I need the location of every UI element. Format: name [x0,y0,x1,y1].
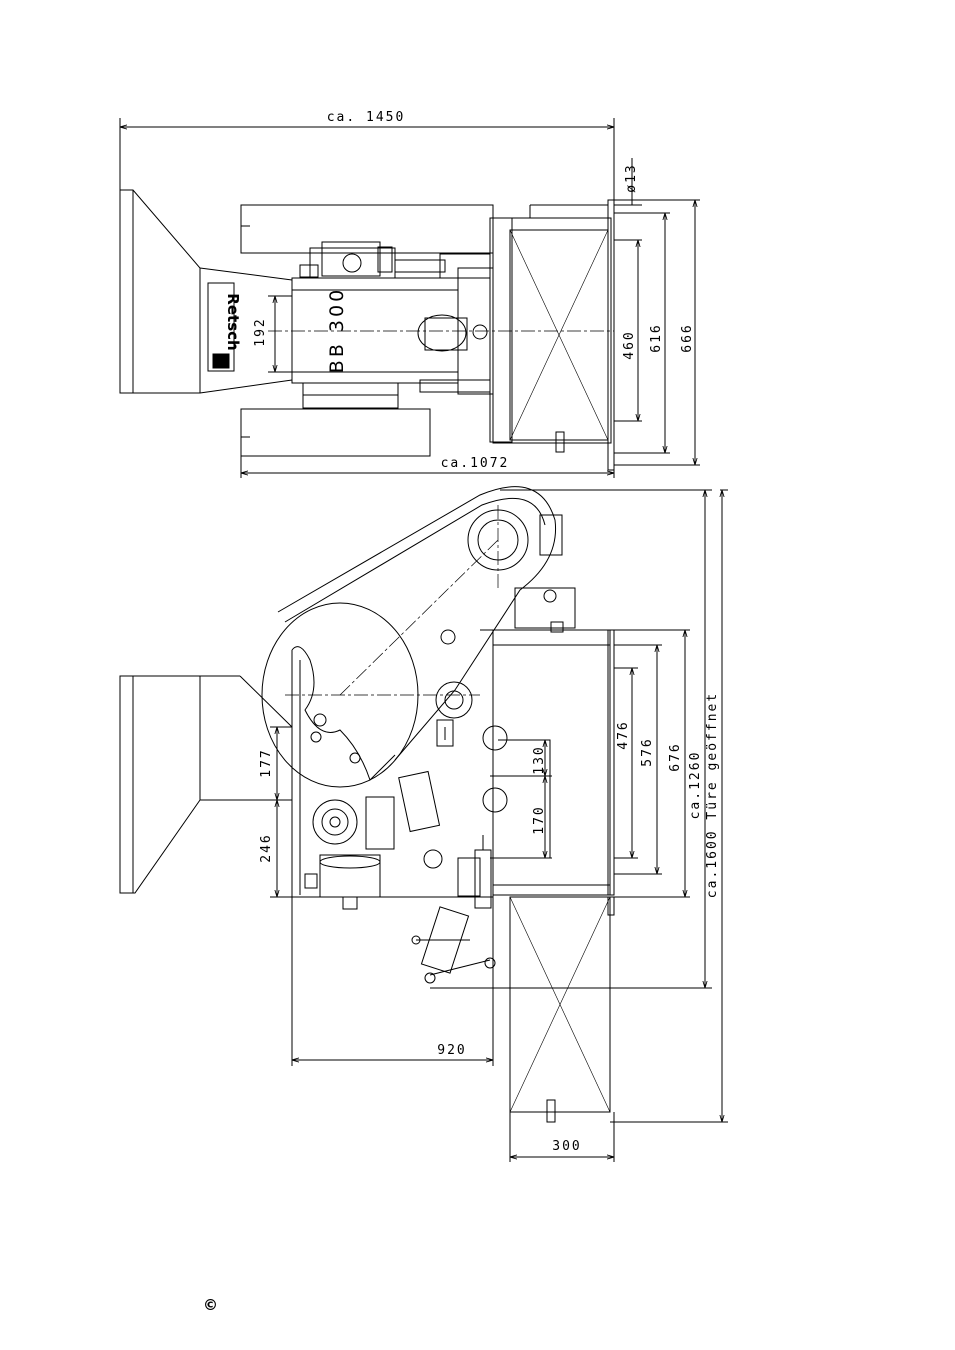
dim-676: 676 [668,742,683,771]
dim-hole: ø13 [624,163,639,192]
copyright-symbol: © [203,1296,218,1314]
dim-overall-width: ca. 1450 [327,110,406,125]
dim-460: 460 [622,330,637,359]
dim-1600: ca.1600 Türe geöffnet [705,692,720,898]
dim-476: 476 [616,720,631,749]
dim-1260: ca.1260 [688,751,703,820]
dim-666: 666 [680,323,695,352]
dim-576: 576 [640,737,655,766]
dim-130: 130 [532,745,547,774]
dim-246: 246 [259,833,274,862]
dim-base-width: ca.1072 [441,456,510,471]
dim-177: 177 [259,748,274,777]
side-view [120,487,728,1162]
model-label: BB 300 [326,287,348,373]
dim-192: 192 [253,317,268,346]
top-view [120,118,700,478]
dim-920: 920 [437,1043,466,1058]
brand-label: Retsch [224,293,242,350]
dim-300: 300 [552,1139,581,1154]
dim-170: 170 [532,805,547,834]
dim-616: 616 [649,323,664,352]
